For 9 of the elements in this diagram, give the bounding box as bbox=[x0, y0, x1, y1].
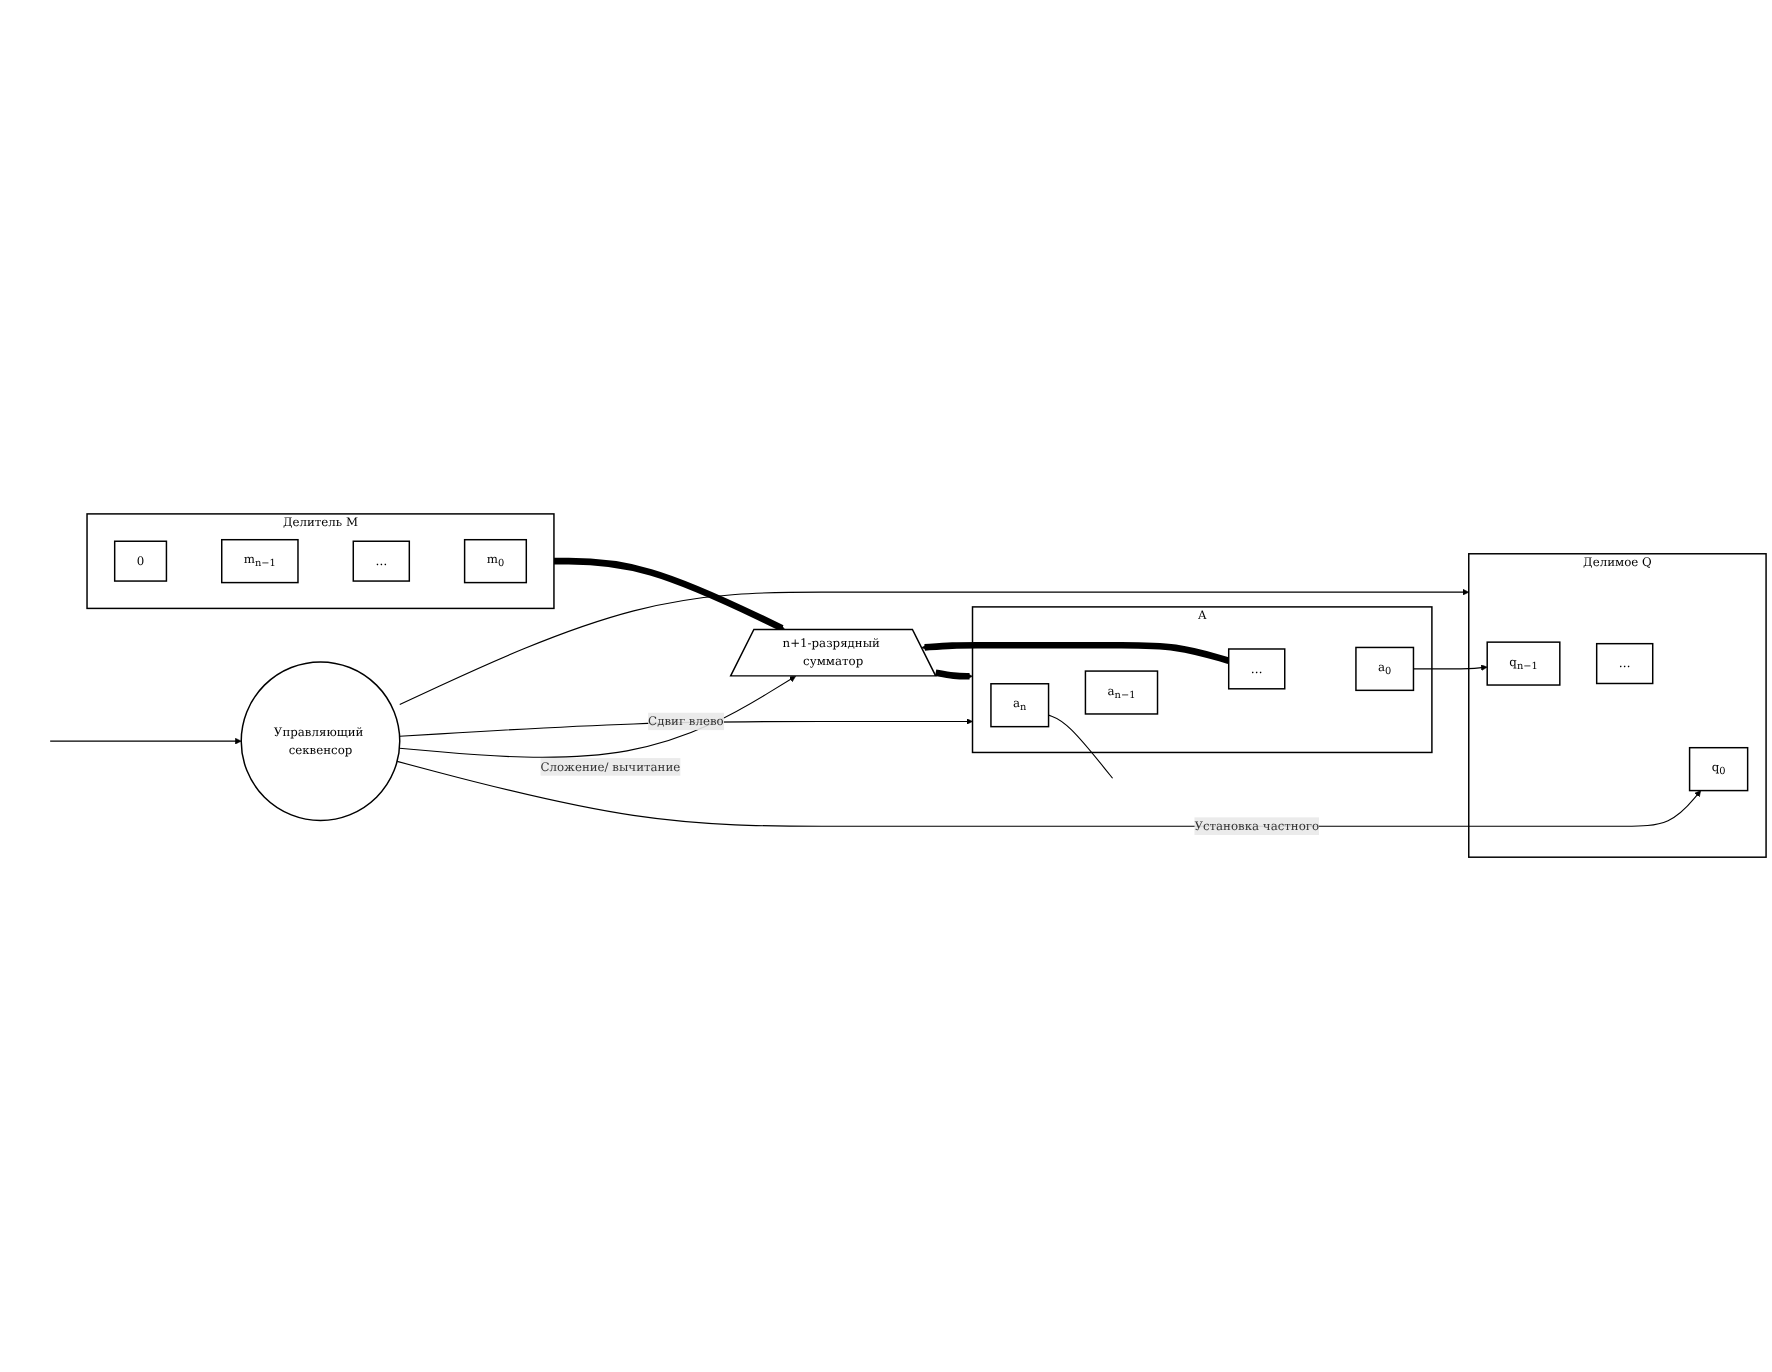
arrow bbox=[396, 761, 1702, 828]
arrow bbox=[935, 669, 973, 681]
arrow bbox=[1412, 664, 1488, 672]
connector bbox=[1048, 715, 1114, 780]
arrow bbox=[49, 738, 242, 745]
arrow bbox=[921, 642, 1230, 665]
arrow bbox=[398, 676, 796, 759]
arrow bbox=[553, 558, 785, 632]
arrow bbox=[399, 589, 1470, 706]
